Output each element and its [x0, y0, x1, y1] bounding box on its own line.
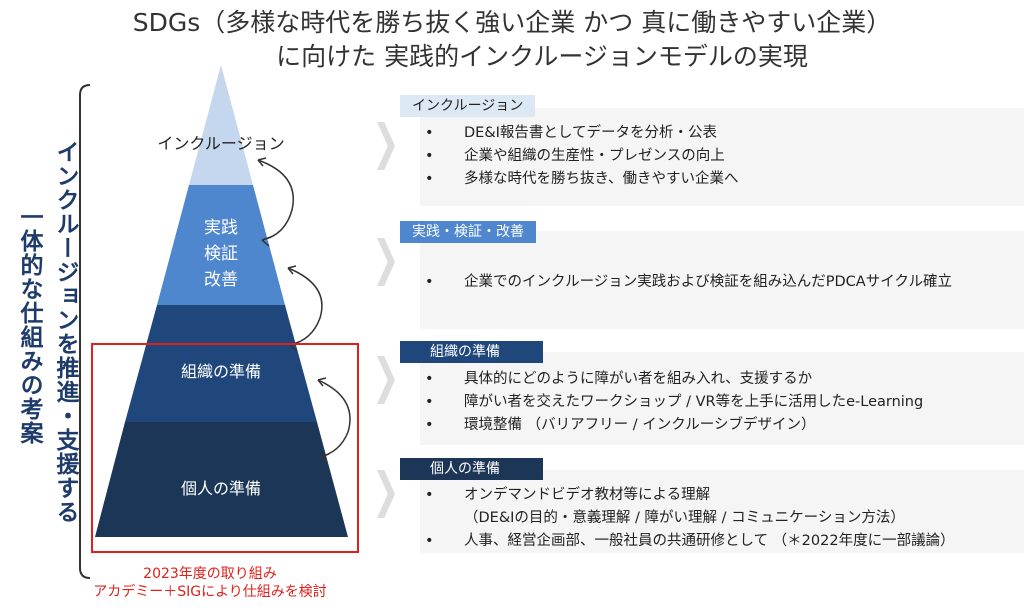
- list-item: • 障がい者を交えたワークショップ / VR等を上手に活用したe-Learning: [425, 391, 923, 414]
- current-year-highlight: [91, 343, 359, 553]
- bullet: •: [425, 125, 434, 141]
- item-text: 企業でのインクルージョン実践および検証を組み込んだPDCAサイクル確立: [464, 274, 953, 290]
- layer-practice-label: 実践 検証 改善: [204, 218, 238, 290]
- bracket: [79, 84, 91, 579]
- section-list: • 企業でのインクルージョン実践および検証を組み込んだPDCAサイクル確立: [425, 271, 952, 294]
- item-text: 具体的にどのように障がい者を組み入れ、支援するか: [464, 371, 813, 387]
- pyramid-diagram: [79, 65, 351, 579]
- item-text: 環境整備 （バリアフリー / インクルーシブデザイン）: [464, 417, 816, 433]
- bullet: •: [425, 487, 434, 503]
- section-panel-inclusion: [420, 108, 1024, 206]
- layer-individual-shape: [95, 422, 348, 537]
- bullet: •: [425, 371, 434, 387]
- item-text: （DE&Iの目的・意義理解 / 障がい理解 / コミュニケーション方法）: [464, 510, 905, 526]
- note-line2: アカデミー＋SIGにより仕組みを検討: [93, 584, 327, 600]
- item-text: オンデマンドビデオ教材等による理解: [464, 487, 711, 503]
- slide-title-line1: SDGs（多様な時代を勝ち抜く強い企業 かつ 真に働きやすい企業）: [132, 8, 892, 37]
- item-text: 企業や組織の生産性・プレゼンスの向上: [464, 148, 725, 164]
- section-header: 個人の準備: [400, 458, 543, 480]
- bullet: •: [425, 148, 434, 164]
- layer-practice-shape: [157, 185, 285, 305]
- list-item: • 環境整備 （バリアフリー / インクルーシブデザイン）: [425, 414, 923, 437]
- layer-individual-label: 個人の準備: [180, 479, 261, 498]
- section-header: 実践・検証・改善: [400, 221, 536, 243]
- bullet: •: [425, 533, 434, 549]
- side-label-outer: 一体的な仕組みの考案: [16, 205, 42, 445]
- layer-org-label: 組織の準備: [180, 362, 261, 381]
- list-item: （DE&Iの目的・意義理解 / 障がい理解 / コミュニケーション方法）: [425, 507, 955, 530]
- section-list: • DE&I報告書としてデータを分析・公表 • 企業や組織の生産性・プレゼンスの向上…: [425, 122, 738, 191]
- slide-title-line2: に向けた 実践的インクルージョンモデルの実現: [276, 42, 808, 71]
- list-item: • 人事、経営企画部、一般社員の共通研修として （＊2022年度に一部議論）: [425, 530, 955, 553]
- section-panel-practice: [420, 231, 1024, 329]
- list-item: • 具体的にどのように障がい者を組み入れ、支援するか: [425, 368, 923, 391]
- section-list: • オンデマンドビデオ教材等による理解 （DE&Iの目的・意義理解 / 障がい理解…: [425, 484, 955, 553]
- section-panel-individual: [420, 470, 1024, 553]
- section-header: 組織の準備: [400, 341, 543, 363]
- list-item: • 企業でのインクルージョン実践および検証を組み込んだPDCAサイクル確立: [425, 271, 952, 294]
- bullet: •: [425, 417, 434, 433]
- layer-inclusion-label: インクルージョン: [157, 134, 285, 153]
- bullet: •: [425, 394, 434, 410]
- section-list: • 具体的にどのように障がい者を組み入れ、支援するか • 障がい者を交えたワークショ…: [425, 368, 923, 437]
- section-panel-org: [420, 352, 1024, 445]
- bullet: •: [425, 171, 434, 187]
- item-text: 人事、経営企画部、一般社員の共通研修として （＊2022年度に一部議論）: [464, 533, 955, 549]
- list-item: • オンデマンドビデオ教材等による理解: [425, 484, 955, 507]
- item-text: 障がい者を交えたワークショップ / VR等を上手に活用したe-Learning: [464, 394, 924, 410]
- item-text: DE&I報告書としてデータを分析・公表: [464, 125, 717, 141]
- layer-inclusion-shape: [189, 65, 253, 185]
- side-label-inner: インクルージョンを推進・支援する: [52, 140, 78, 524]
- item-text: 多様な時代を勝ち抜き、働きやすい企業へ: [464, 171, 739, 187]
- note-line1: 2023年度の取り組み: [143, 566, 277, 582]
- cycle-arrows: [257, 157, 351, 464]
- list-item: • 多様な時代を勝ち抜き、働きやすい企業へ: [425, 168, 738, 191]
- list-item: • DE&I報告書としてデータを分析・公表: [425, 122, 738, 145]
- bullet: •: [425, 274, 434, 290]
- section-header: インクルージョン: [400, 95, 536, 117]
- layer-org-shape: [125, 305, 317, 422]
- list-item: • 企業や組織の生産性・プレゼンスの向上: [425, 145, 738, 168]
